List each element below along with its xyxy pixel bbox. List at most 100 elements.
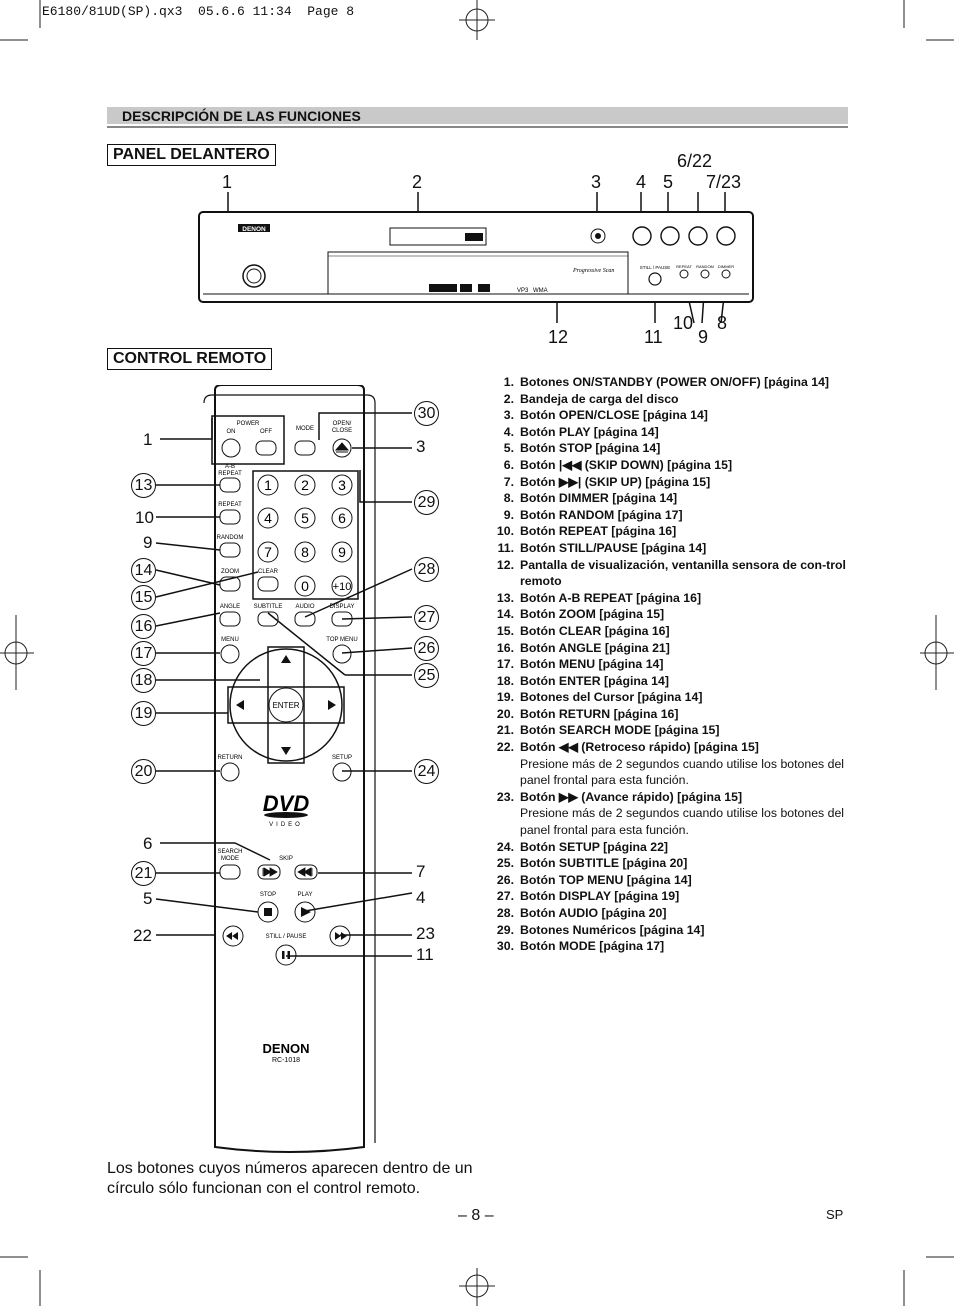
remote-callout-5: 5 — [143, 889, 153, 908]
function-title: Botón MENU [página 14] — [520, 657, 664, 672]
function-title: Botón DIMMER [página 14] — [520, 491, 678, 506]
function-number: 1. — [503, 375, 514, 389]
function-text: Botón SUBTITLE [página 20] — [520, 855, 687, 872]
function-item: 18.Botón ENTER [página 14] — [484, 673, 850, 690]
remote-control: POWER ON OFF MODE OPEN/ CLOSE A-B REPEAT… — [203, 385, 376, 1153]
svg-text:VP3: VP3 — [517, 288, 529, 294]
callout-10: 10 — [673, 313, 694, 333]
svg-text:MODE: MODE — [221, 856, 239, 862]
function-number: 21. — [496, 723, 514, 738]
svg-text:DISPLAY: DISPLAY — [330, 604, 355, 610]
function-title: Botón PLAY [página 14] — [520, 424, 659, 439]
function-number: 23. — [496, 789, 514, 804]
function-item: 13. Botón A-B REPEAT [página 16] — [484, 590, 850, 607]
function-title: Botón SETUP [página 22] — [520, 839, 669, 854]
function-title: Botón |◀◀ (SKIP DOWN) [página 15] — [520, 457, 733, 472]
function-title: Botones ON/STANDBY (POWER ON/OFF) [págin… — [520, 375, 830, 389]
svg-text:0: 0 — [301, 578, 309, 594]
function-text: Botón DISPLAY [página 19] — [520, 888, 679, 905]
function-number: 5. — [503, 441, 514, 456]
remote-callout-26: 26 — [414, 636, 439, 661]
function-text: Botón A-B REPEAT [página 16] — [520, 590, 701, 607]
svg-text:REPEAT: REPEAT — [676, 264, 692, 269]
function-item: 15. Botón CLEAR [página 16] — [484, 623, 850, 640]
function-item: 3.Botón OPEN/CLOSE [página 14] — [484, 407, 850, 424]
remote-callout-4: 4 — [416, 888, 426, 907]
remote-callout-19: 19 — [131, 701, 156, 726]
svg-text:WMA: WMA — [533, 288, 548, 294]
svg-text:STILL / PAUSE: STILL / PAUSE — [266, 934, 307, 940]
svg-text:2: 2 — [301, 477, 309, 493]
remote-callout-20: 20 — [131, 759, 156, 784]
svg-text:DVD: DVD — [263, 791, 310, 816]
remote-callout-23: 23 — [416, 924, 435, 943]
remote-callout-6: 6 — [143, 834, 153, 853]
function-text: Botón STOP [página 14] — [520, 440, 660, 457]
svg-text:RANDOM: RANDOM — [696, 264, 714, 269]
function-title: Botón STOP [página 14] — [520, 441, 661, 456]
function-item: 20. Botón RETURN [página 16] — [484, 706, 850, 723]
function-number: 10. — [496, 524, 514, 539]
dvd-player-front-panel: DENON STILL / PAUSE REPEAT RANDOM DIMMER… — [198, 192, 754, 324]
function-text: Botón ENTER [página 14] — [520, 673, 669, 690]
function-text: Botones del Cursor [página 14] — [520, 689, 702, 706]
callout-2: 2 — [412, 172, 423, 192]
callout-12: 12 — [548, 327, 569, 347]
svg-text:CLEAR: CLEAR — [258, 569, 279, 575]
function-text: Botones ON/STANDBY (POWER ON/OFF) [págin… — [520, 374, 829, 391]
svg-text:ANGLE: ANGLE — [220, 604, 240, 610]
function-number: 17. — [496, 657, 514, 672]
function-title: Botón MODE [página 17] — [520, 939, 665, 954]
function-text: Pantalla de visualización, ventanilla se… — [520, 557, 850, 590]
function-text: Botón SEARCH MODE [página 15] — [520, 722, 720, 739]
function-number: 24. — [496, 839, 514, 854]
svg-text:POWER: POWER — [237, 421, 260, 427]
remote-callout-9: 9 — [143, 533, 153, 552]
function-number: 8. — [503, 491, 514, 506]
function-number: 20. — [496, 706, 514, 721]
callout-11: 11 — [644, 327, 663, 347]
svg-text:SUBTITLE: SUBTITLE — [254, 604, 283, 610]
svg-text:SETUP: SETUP — [332, 755, 352, 761]
function-title: Botón REPEAT [página 16] — [520, 524, 677, 539]
function-list: 1. Botones ON/STANDBY (POWER ON/OFF) [pág… — [484, 374, 850, 955]
remote-callout-29: 29 — [414, 490, 439, 515]
remote-callout-7: 7 — [416, 862, 426, 881]
function-title: Botón ENTER [página 14] — [520, 673, 669, 688]
callout-4: 4 — [636, 172, 647, 192]
svg-text:1: 1 — [264, 477, 272, 493]
function-item: 26.Botón TOP MENU [página 14] — [484, 872, 850, 889]
function-text: Botón MENU [página 14] — [520, 656, 663, 673]
section-header: DESCRIPCIÓN DE LAS FUNCIONES — [107, 107, 848, 124]
svg-text:SKIP: SKIP — [279, 856, 293, 862]
remote-callout-28: 28 — [414, 557, 439, 582]
callout-9: 9 — [698, 327, 709, 347]
file-header: E6180/81UD(SP).qx3 05.6.6 11:34 Page 8 — [42, 4, 355, 19]
remote-callout-14: 14 — [131, 558, 156, 583]
function-number: 13. — [496, 590, 514, 605]
svg-text:OPEN/: OPEN/ — [333, 421, 352, 427]
remote-callout-17: 17 — [131, 641, 156, 666]
function-text: Botón REPEAT [página 16] — [520, 523, 676, 540]
function-text: Botón DIMMER [página 14] — [520, 490, 677, 507]
svg-text:RANDOM: RANDOM — [217, 535, 244, 541]
function-number: 29. — [496, 922, 514, 937]
function-item: 4.Botón PLAY [página 14] — [484, 424, 850, 441]
function-item: 6.Botón |◀◀ (SKIP DOWN) [página 15] — [484, 457, 850, 474]
function-title: Pantalla de visualización, ventanilla se… — [520, 557, 846, 589]
svg-text:CLOSE: CLOSE — [332, 428, 352, 434]
function-number: 22. — [496, 740, 514, 755]
function-text: Botón OPEN/CLOSE [página 14] — [520, 407, 708, 424]
function-title: Botón ZOOM [página 15] — [520, 607, 665, 622]
function-number: 15. — [496, 623, 514, 638]
function-item: 25.Botón SUBTITLE [página 20] — [484, 855, 850, 872]
section-title: DESCRIPCIÓN DE LAS FUNCIONES — [122, 108, 361, 124]
function-text: Botón CLEAR [página 16] — [520, 623, 670, 640]
function-text: Botón RETURN [página 16] — [520, 706, 679, 723]
function-number: 16. — [496, 640, 514, 655]
function-item: 14.Botón ZOOM [página 15] — [484, 606, 850, 623]
callout-8: 8 — [717, 313, 728, 333]
remote-callout-15: 15 — [131, 585, 156, 610]
remote-callout-13: 13 — [131, 473, 156, 498]
callout-3: 3 — [591, 172, 602, 192]
